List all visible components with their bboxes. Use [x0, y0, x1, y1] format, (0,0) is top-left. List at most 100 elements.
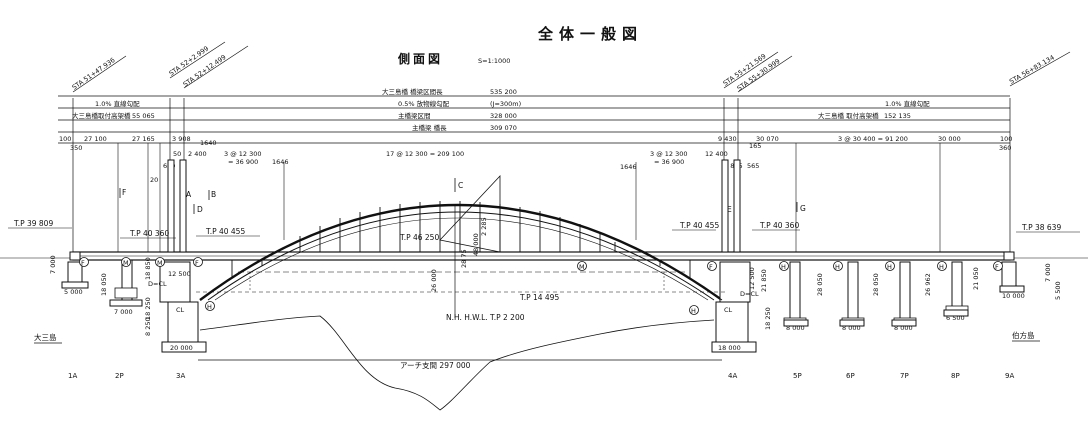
overall-dimensions: 大三島橋 橋梁区間長 535 200 1.0% 直線勾配 0.5% 放物線勾配 …	[58, 87, 1010, 144]
dim-label: 3 @ 12 300	[650, 150, 688, 158]
hinge-support-icon	[937, 261, 947, 271]
slope-right-label: 1.0% 直線勾配	[885, 99, 930, 108]
dimension-ticks	[117, 143, 941, 255]
arch-rib	[199, 203, 723, 301]
support-label: F	[195, 259, 199, 267]
station-label: STA 56+83.134	[1008, 54, 1056, 86]
vdim-label: 12 500	[168, 270, 191, 278]
dim-label: 50	[173, 150, 181, 158]
station-label: STA 51+47.936	[71, 56, 117, 92]
elev-left-spring: T.P 40 455	[205, 227, 245, 236]
section-mark-d: D	[197, 205, 203, 214]
spandrel-posts	[231, 260, 691, 278]
section-mark-f: F	[122, 188, 126, 197]
dim-label: 100	[1000, 135, 1012, 143]
foundation-dim: 8 000	[894, 324, 913, 332]
dim-label: = 36 900	[228, 158, 258, 166]
dim-label: 9 430	[718, 135, 737, 143]
drawing-subtitle: 側面図	[397, 51, 443, 66]
support-label: H	[939, 263, 944, 271]
support-label: M	[123, 259, 129, 267]
dim-label: 1646	[620, 163, 637, 171]
dim-label: 20	[150, 176, 158, 184]
elev-hwl: N.H. H.W.L. T.P 2 200	[446, 313, 525, 322]
drawing-scale: S=1:1000	[478, 57, 510, 65]
island-right-label: 伯方島	[1012, 330, 1035, 340]
left-piers	[67, 159, 207, 353]
main-span-section-value: 328 000	[490, 112, 517, 120]
support-label: H	[781, 263, 786, 271]
vdim-label: 12 500	[748, 267, 756, 290]
fixed-support-icon	[193, 257, 203, 267]
fixed-support-icon	[707, 261, 717, 271]
elev-right-pier: T.P 40 360	[759, 221, 799, 230]
vdim-label: 18 050	[100, 273, 108, 296]
vdim-label: 26 962	[924, 273, 932, 296]
section-markers: A B C D E F G	[119, 178, 806, 214]
dim-label: 360	[999, 144, 1011, 152]
island-left-label: 大三島	[34, 332, 57, 342]
centerline-label: CL	[176, 306, 185, 314]
vdim-label: 21 050	[972, 267, 980, 290]
movable-support-icon	[155, 257, 165, 267]
vdim-label: 18 850	[144, 257, 152, 280]
section-mark-a: A	[186, 190, 192, 199]
vdim-label: 48 000	[472, 233, 480, 256]
main-length-label: 主橋梁 橋長	[412, 123, 447, 132]
dim-label: 17 @ 12 300 = 209 100	[386, 150, 464, 158]
support-markers: F M M F M F H H H H F H H CL CL D=CL D=C…	[79, 257, 1003, 315]
vdim-label: 21 850	[760, 269, 768, 292]
elev-crown: T.P 46 250	[399, 233, 439, 242]
vertical-dimensions: 2 285 48 000 28 75 26 000 21 850 28 050 …	[49, 217, 1062, 336]
vdim-label: 28 75	[460, 249, 468, 268]
movable-support-icon	[577, 261, 587, 271]
dim-label: 1 825	[724, 162, 743, 170]
approach-right-value: 152 135	[884, 112, 911, 120]
centerline-label: D=CL	[148, 280, 167, 288]
vdim-label: 2 285	[480, 217, 488, 236]
vdim-label: 26 000	[430, 269, 438, 292]
drawing-title: 全体一般図	[537, 25, 643, 43]
centerline-label: D=CL	[740, 290, 759, 298]
foundations: 7 000 5 000 20 000 18 000 8 000 8 000 8 …	[61, 281, 1025, 353]
dim-label: 30 070	[756, 135, 779, 143]
dim-label: 12 400	[705, 150, 728, 158]
support-label: H	[835, 263, 840, 271]
foundation-dim: 20 000	[170, 344, 193, 352]
foundation-dim: 6 500	[946, 314, 965, 322]
dim-label: 565	[747, 162, 759, 170]
support-label: F	[81, 259, 85, 267]
pier-label: 6P	[846, 372, 855, 380]
section-mark-e: E	[727, 205, 732, 214]
elev-left-pier: T.P 40 360	[129, 229, 169, 238]
vdim-label: 5 500	[1054, 281, 1062, 300]
foundation-dim: 8 000	[842, 324, 861, 332]
hinge-support-icon	[779, 261, 789, 271]
support-label: F	[709, 263, 713, 271]
arch-hangers	[299, 201, 616, 252]
arch-supports	[196, 204, 726, 318]
terrain-profile	[199, 315, 715, 411]
bridge-total-value: 535 200	[490, 88, 517, 96]
pier-label: 4A	[728, 372, 737, 380]
support-label: H	[887, 263, 892, 271]
dim-label: 3 @ 12 300	[224, 150, 262, 158]
pier-label: 9A	[1005, 372, 1014, 380]
vdim-label: 8 250	[144, 317, 152, 336]
deck-girder	[72, 251, 1011, 261]
hinge-support-icon	[885, 261, 895, 271]
pier-labels: 1A 2P 3A 4A 5P 6P 7P 8P 9A	[68, 372, 1014, 380]
curve-value: (J=300m)	[490, 100, 521, 108]
vdim-label: 7 000	[49, 255, 57, 274]
support-label: F	[995, 263, 999, 271]
main-length-value: 309 070	[490, 124, 517, 132]
approach-left-label: 大三島橋取付高架橋	[72, 111, 131, 120]
main-span-section-label: 主橋梁区間	[398, 111, 431, 120]
foundation-dim: 18 000	[718, 344, 741, 352]
elev-left-abutment: T.P 39 809	[13, 219, 53, 228]
pier-label: 1A	[68, 372, 77, 380]
vdim-label: 18 250	[144, 297, 152, 320]
foundation-dim: 10 000	[1002, 292, 1025, 300]
section-mark-g: G	[800, 204, 806, 213]
